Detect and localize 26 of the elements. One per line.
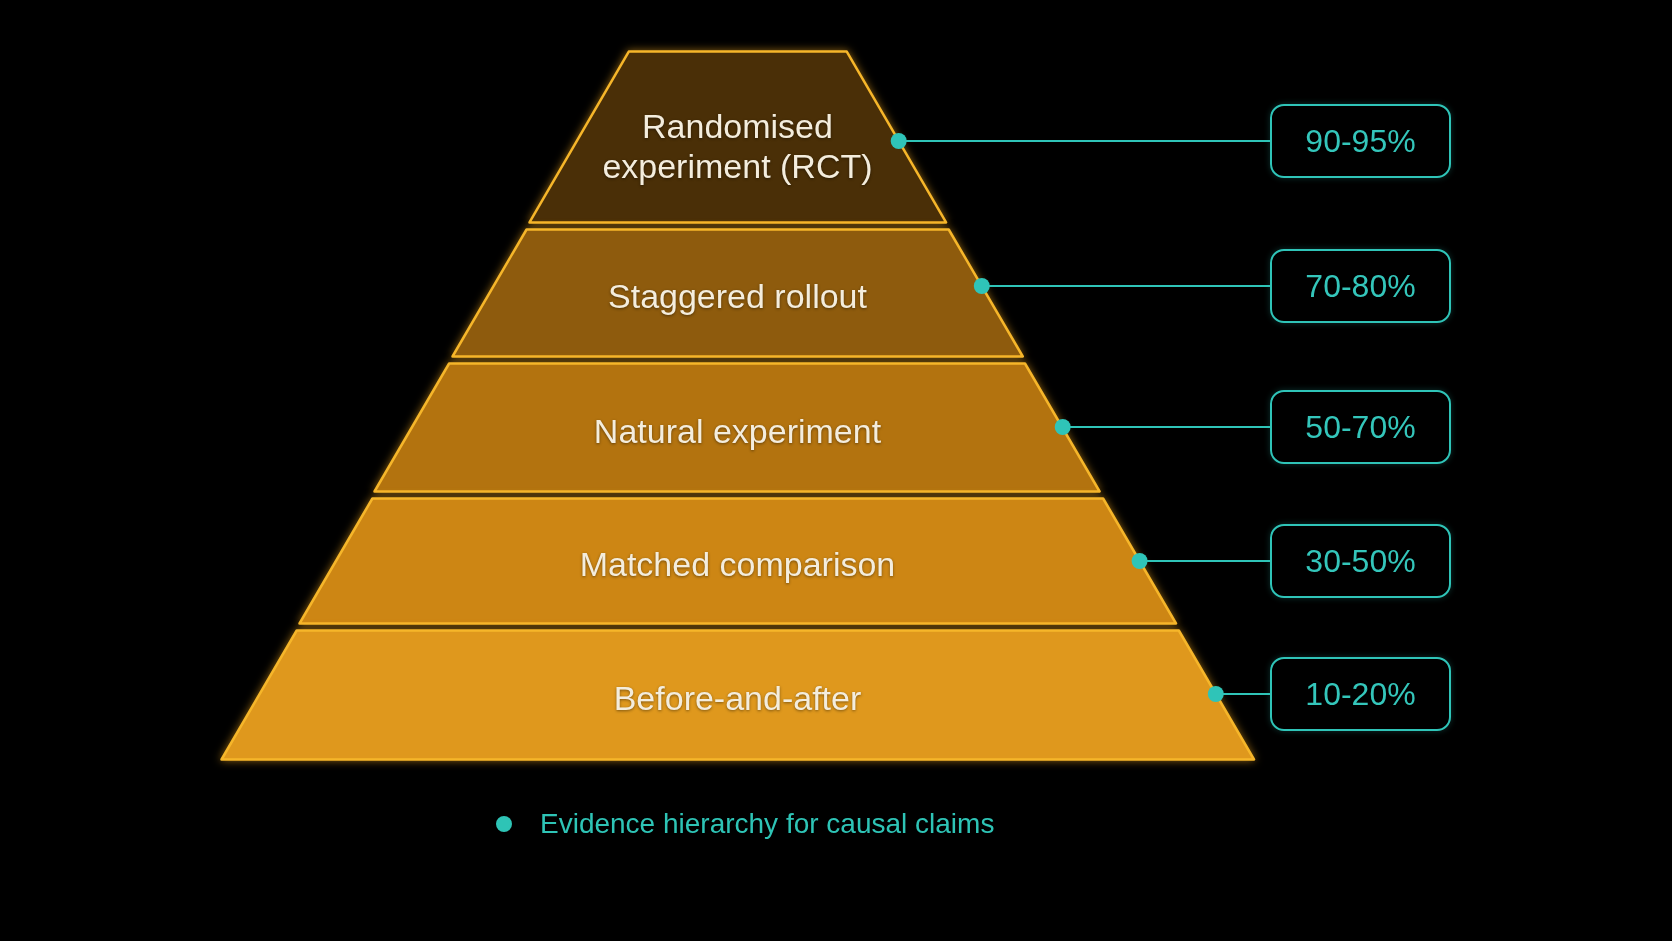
leader-line bbox=[890, 133, 1271, 149]
leader-line bbox=[1131, 553, 1271, 569]
level-label: Matched comparison bbox=[579, 544, 896, 584]
percentage-box bbox=[1270, 104, 1451, 178]
percentage-value: 50-70% bbox=[1305, 408, 1416, 446]
pyramid-level bbox=[220, 629, 1255, 761]
percentage-box bbox=[1270, 390, 1451, 464]
percentage-value: 70-80% bbox=[1305, 267, 1416, 305]
level-label: Staggered rollout bbox=[608, 276, 867, 316]
leader-line bbox=[973, 278, 1271, 294]
pyramid-level bbox=[528, 50, 947, 224]
percentage-value: 10-20% bbox=[1305, 675, 1416, 713]
pyramid-level bbox=[298, 497, 1177, 625]
percentage-box bbox=[1270, 249, 1451, 323]
pyramid-level bbox=[451, 228, 1024, 358]
level-label: Randomised experiment (RCT) bbox=[601, 106, 874, 186]
legend-text: Evidence hierarchy for causal claims bbox=[540, 807, 995, 841]
percentage-box bbox=[1270, 657, 1451, 731]
pyramid-level bbox=[374, 362, 1101, 493]
percentage-value: 30-50% bbox=[1305, 542, 1416, 580]
level-label: Natural experiment bbox=[593, 410, 882, 451]
leader-line bbox=[1207, 686, 1271, 702]
percentage-value: 90-95% bbox=[1305, 122, 1416, 160]
leader-line bbox=[1054, 419, 1271, 435]
level-label: Before-and-after bbox=[613, 678, 862, 718]
percentage-box bbox=[1270, 524, 1451, 598]
